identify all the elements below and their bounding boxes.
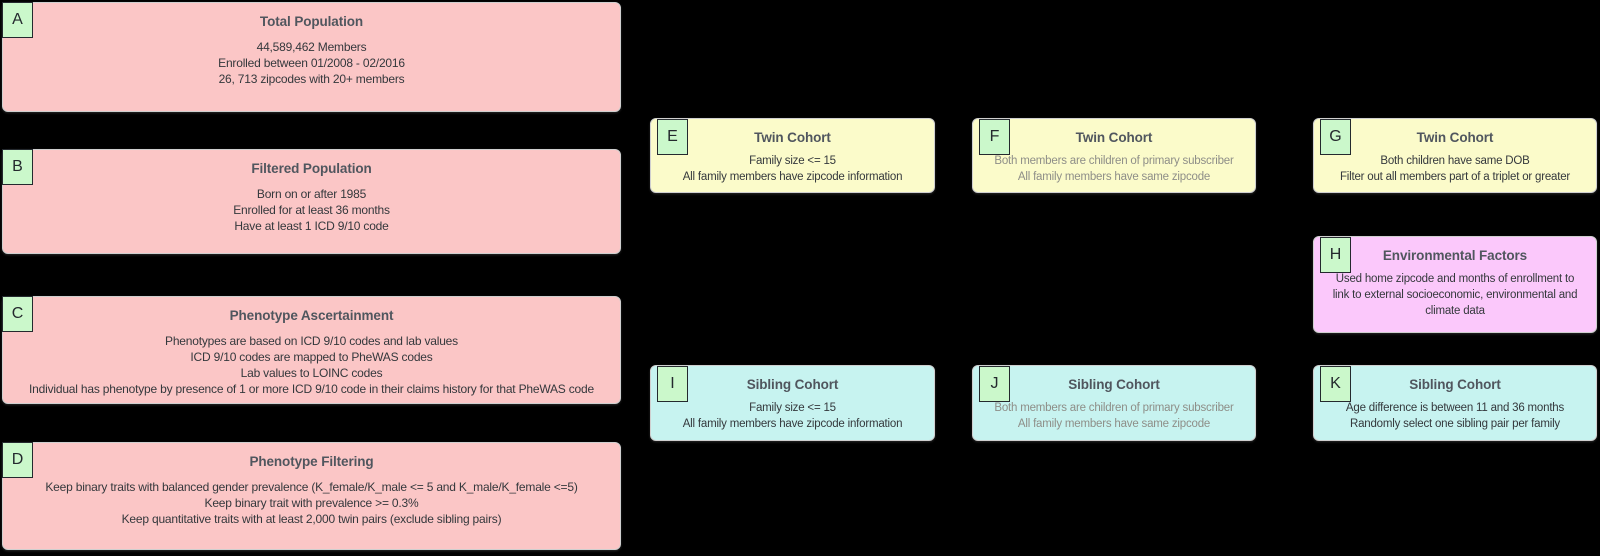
node-body-line: Individual has phenotype by presence of … [29, 382, 594, 396]
node-body-line: Family size <= 15 [749, 155, 836, 167]
node-body-line: 26, 713 zipcodes with 20+ members [218, 72, 405, 86]
node-title: Phenotype Filtering [249, 454, 374, 469]
node-letter-badge: I [657, 366, 688, 402]
node-phenotype-ascertainment: C Phenotype Ascertainment Phenotypes are… [2, 296, 621, 404]
node-letter-badge: D [2, 442, 33, 478]
node-body-line: Both children have same DOB [1380, 155, 1530, 167]
node-body-line: Enrolled for at least 36 months [233, 203, 390, 217]
node-body: Age difference is between 11 and 36 mont… [1314, 400, 1596, 432]
node-letter-badge: G [1320, 119, 1351, 155]
node-total-population: A Total Population 44,589,462 Members En… [2, 2, 621, 112]
node-twin-cohort-e: E Twin Cohort Family size <= 15 All fami… [650, 118, 935, 193]
node-letter-badge: F [979, 119, 1010, 155]
node-title: Twin Cohort [754, 130, 831, 145]
node-filtered-population: B Filtered Population Born on or after 1… [2, 149, 621, 254]
node-body-line: Phenotypes are based on ICD 9/10 codes a… [165, 334, 458, 348]
node-body-line: Filter out all members part of a triplet… [1339, 171, 1571, 183]
node-sibling-cohort-j: J Sibling Cohort Both members are childr… [972, 365, 1256, 441]
node-title: Total Population [259, 14, 364, 29]
node-body-line: Keep quantitative traits with at least 2… [121, 512, 502, 526]
node-body: Family size <= 15 All family members hav… [651, 400, 934, 432]
node-body: Family size <= 15 All family members hav… [651, 153, 934, 185]
node-body: Used home zipcode and months of enrollme… [1314, 271, 1596, 319]
node-phenotype-filtering: D Phenotype Filtering Keep binary traits… [2, 442, 621, 550]
node-body-line: Keep binary trait with prevalence >= 0.3… [204, 496, 419, 510]
node-sibling-cohort-k: K Sibling Cohort Age difference is betwe… [1313, 365, 1597, 441]
node-twin-cohort-f: F Twin Cohort Both members are children … [972, 118, 1256, 193]
node-body: Born on or after 1985 Enrolled for at le… [3, 186, 620, 234]
node-title: Sibling Cohort [1068, 377, 1160, 392]
node-title: Twin Cohort [1416, 130, 1494, 145]
node-letter-badge: H [1320, 237, 1351, 273]
node-body: 44,589,462 Members Enrolled between 01/2… [3, 39, 620, 87]
node-body-line: Randomly select one sibling pair per fam… [1349, 418, 1560, 430]
node-body: Keep binary traits with balanced gender … [3, 479, 620, 527]
node-body: Phenotypes are based on ICD 9/10 codes a… [3, 333, 620, 397]
node-body-line: All family members have zipcode informat… [682, 418, 903, 430]
node-body-line: Lab values to LOINC codes [240, 366, 383, 380]
node-body-line: All family members have same zipcode [1017, 418, 1211, 430]
node-title: Sibling Cohort [1409, 377, 1501, 392]
node-environmental-factors: H Environmental Factors Used home zipcod… [1313, 236, 1597, 333]
node-body-line: Enrolled between 01/2008 - 02/2016 [218, 56, 405, 70]
node-title: Sibling Cohort [746, 377, 839, 392]
node-sibling-cohort-i: I Sibling Cohort Family size <= 15 All f… [650, 365, 935, 441]
node-title: Environmental Factors [1382, 248, 1528, 263]
node-letter-badge: K [1320, 366, 1351, 402]
node-body-line: Born on or after 1985 [256, 187, 367, 201]
node-body-line: Family size <= 15 [749, 402, 836, 414]
node-body-line: All family members have same zipcode [1017, 171, 1211, 183]
node-letter-badge: C [2, 296, 33, 332]
node-body-line: Both members are children of primary sub… [994, 155, 1234, 167]
node-body-line: climate data [1425, 305, 1485, 317]
node-body-line: Both members are children of primary sub… [994, 402, 1234, 414]
node-title: Filtered Population [251, 161, 372, 176]
node-body-line: Age difference is between 11 and 36 mont… [1345, 402, 1565, 414]
node-body-line: Used home zipcode and months of enrollme… [1335, 273, 1575, 285]
node-body-line: All family members have zipcode informat… [682, 171, 903, 183]
node-body-line: 44,589,462 Members [256, 40, 367, 54]
node-body-line: link to external socioeconomic, environm… [1332, 289, 1578, 301]
node-body-line: Keep binary traits with balanced gender … [45, 480, 578, 494]
node-body: Both members are children of primary sub… [973, 153, 1255, 185]
node-letter-badge: B [2, 149, 33, 185]
node-body-line: Have at least 1 ICD 9/10 code [234, 219, 389, 233]
node-body: Both children have same DOB Filter out a… [1314, 153, 1596, 185]
node-body: Both members are children of primary sub… [973, 400, 1255, 432]
node-twin-cohort-g: G Twin Cohort Both children have same DO… [1313, 118, 1597, 193]
node-title: Phenotype Ascertainment [229, 308, 394, 323]
node-letter-badge: J [979, 366, 1010, 402]
node-body-line: ICD 9/10 codes are mapped to PheWAS code… [190, 350, 433, 364]
node-letter-badge: A [2, 2, 33, 38]
node-title: Twin Cohort [1075, 130, 1153, 145]
node-letter-badge: E [657, 119, 688, 155]
